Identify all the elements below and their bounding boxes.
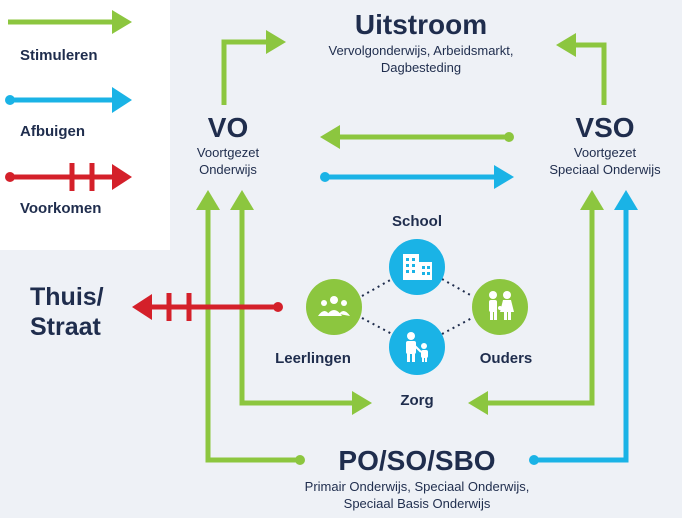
legend-panel xyxy=(0,0,170,250)
parents-icon xyxy=(489,291,514,320)
zorg-label: Zorg xyxy=(400,392,434,409)
legend-afbuigen-arrow xyxy=(5,87,132,113)
vso-title: VSO xyxy=(575,112,635,143)
ouders-node xyxy=(472,279,528,335)
legend-voorkomen-label: Voorkomen xyxy=(20,200,102,217)
school-node xyxy=(389,239,445,295)
hub-to-thuis-arrow xyxy=(132,293,283,321)
care-icon xyxy=(406,332,428,362)
legend-afbuigen-label: Afbuigen xyxy=(20,123,85,140)
vso-subtitle-line1: Voortgezet xyxy=(573,145,637,160)
thuis-line2: Straat xyxy=(30,313,101,341)
vso-to-zorg-arrow xyxy=(468,190,604,415)
uitstroom-subtitle-line2: Dagbesteding xyxy=(380,60,462,75)
po-to-vo-arrow xyxy=(196,190,305,465)
vo-title: VO xyxy=(207,112,249,143)
legend-stimuleren-label: Stimuleren xyxy=(20,47,98,64)
vso-to-uitstroom-arrow xyxy=(556,33,607,105)
ouders-label: Ouders xyxy=(479,350,533,367)
leerlingen-label: Leerlingen xyxy=(275,350,351,367)
po-block: PO/SO/SBO Primair Onderwijs, Speciaal On… xyxy=(256,444,578,512)
school-label: School xyxy=(391,213,442,230)
vso-block: VSO Voortgezet Speciaal Onderwijs xyxy=(530,112,680,178)
legend-stimuleren-arrow xyxy=(8,10,132,34)
po-title: PO/SO/SBO xyxy=(338,445,496,476)
leerlingen-node xyxy=(306,279,362,335)
uitstroom-title: Uitstroom xyxy=(354,9,488,40)
vo-to-vso-arrow xyxy=(320,165,514,189)
thuis-block: Thuis/ Straat xyxy=(30,282,130,342)
po-subtitle-line1: Primair Onderwijs, Speciaal Onderwijs, xyxy=(304,479,530,494)
vo-to-zorg-arrow xyxy=(230,190,372,415)
uitstroom-block: Uitstroom Vervolgonderwijs, Arbeidsmarkt… xyxy=(286,8,556,76)
legend-voorkomen-arrow xyxy=(5,163,132,191)
vo-subtitle-line2: Onderwijs xyxy=(199,162,257,177)
zorg-node xyxy=(389,319,445,375)
vo-to-uitstroom-arrow xyxy=(221,30,286,105)
thuis-line1: Thuis/ xyxy=(30,283,104,311)
po-to-vso-arrow xyxy=(529,190,638,465)
vo-subtitle-line1: Voortgezet xyxy=(196,145,260,160)
po-subtitle-line2: Speciaal Basis Onderwijs xyxy=(343,496,491,511)
vo-block: VO Voortgezet Onderwijs xyxy=(170,112,286,178)
vso-subtitle-line2: Speciaal Onderwijs xyxy=(549,162,661,177)
vso-to-vo-arrow xyxy=(320,125,514,149)
group-icon xyxy=(318,296,350,316)
uitstroom-subtitle-line1: Vervolgonderwijs, Arbeidsmarkt, xyxy=(328,43,514,58)
building-icon xyxy=(403,254,432,280)
